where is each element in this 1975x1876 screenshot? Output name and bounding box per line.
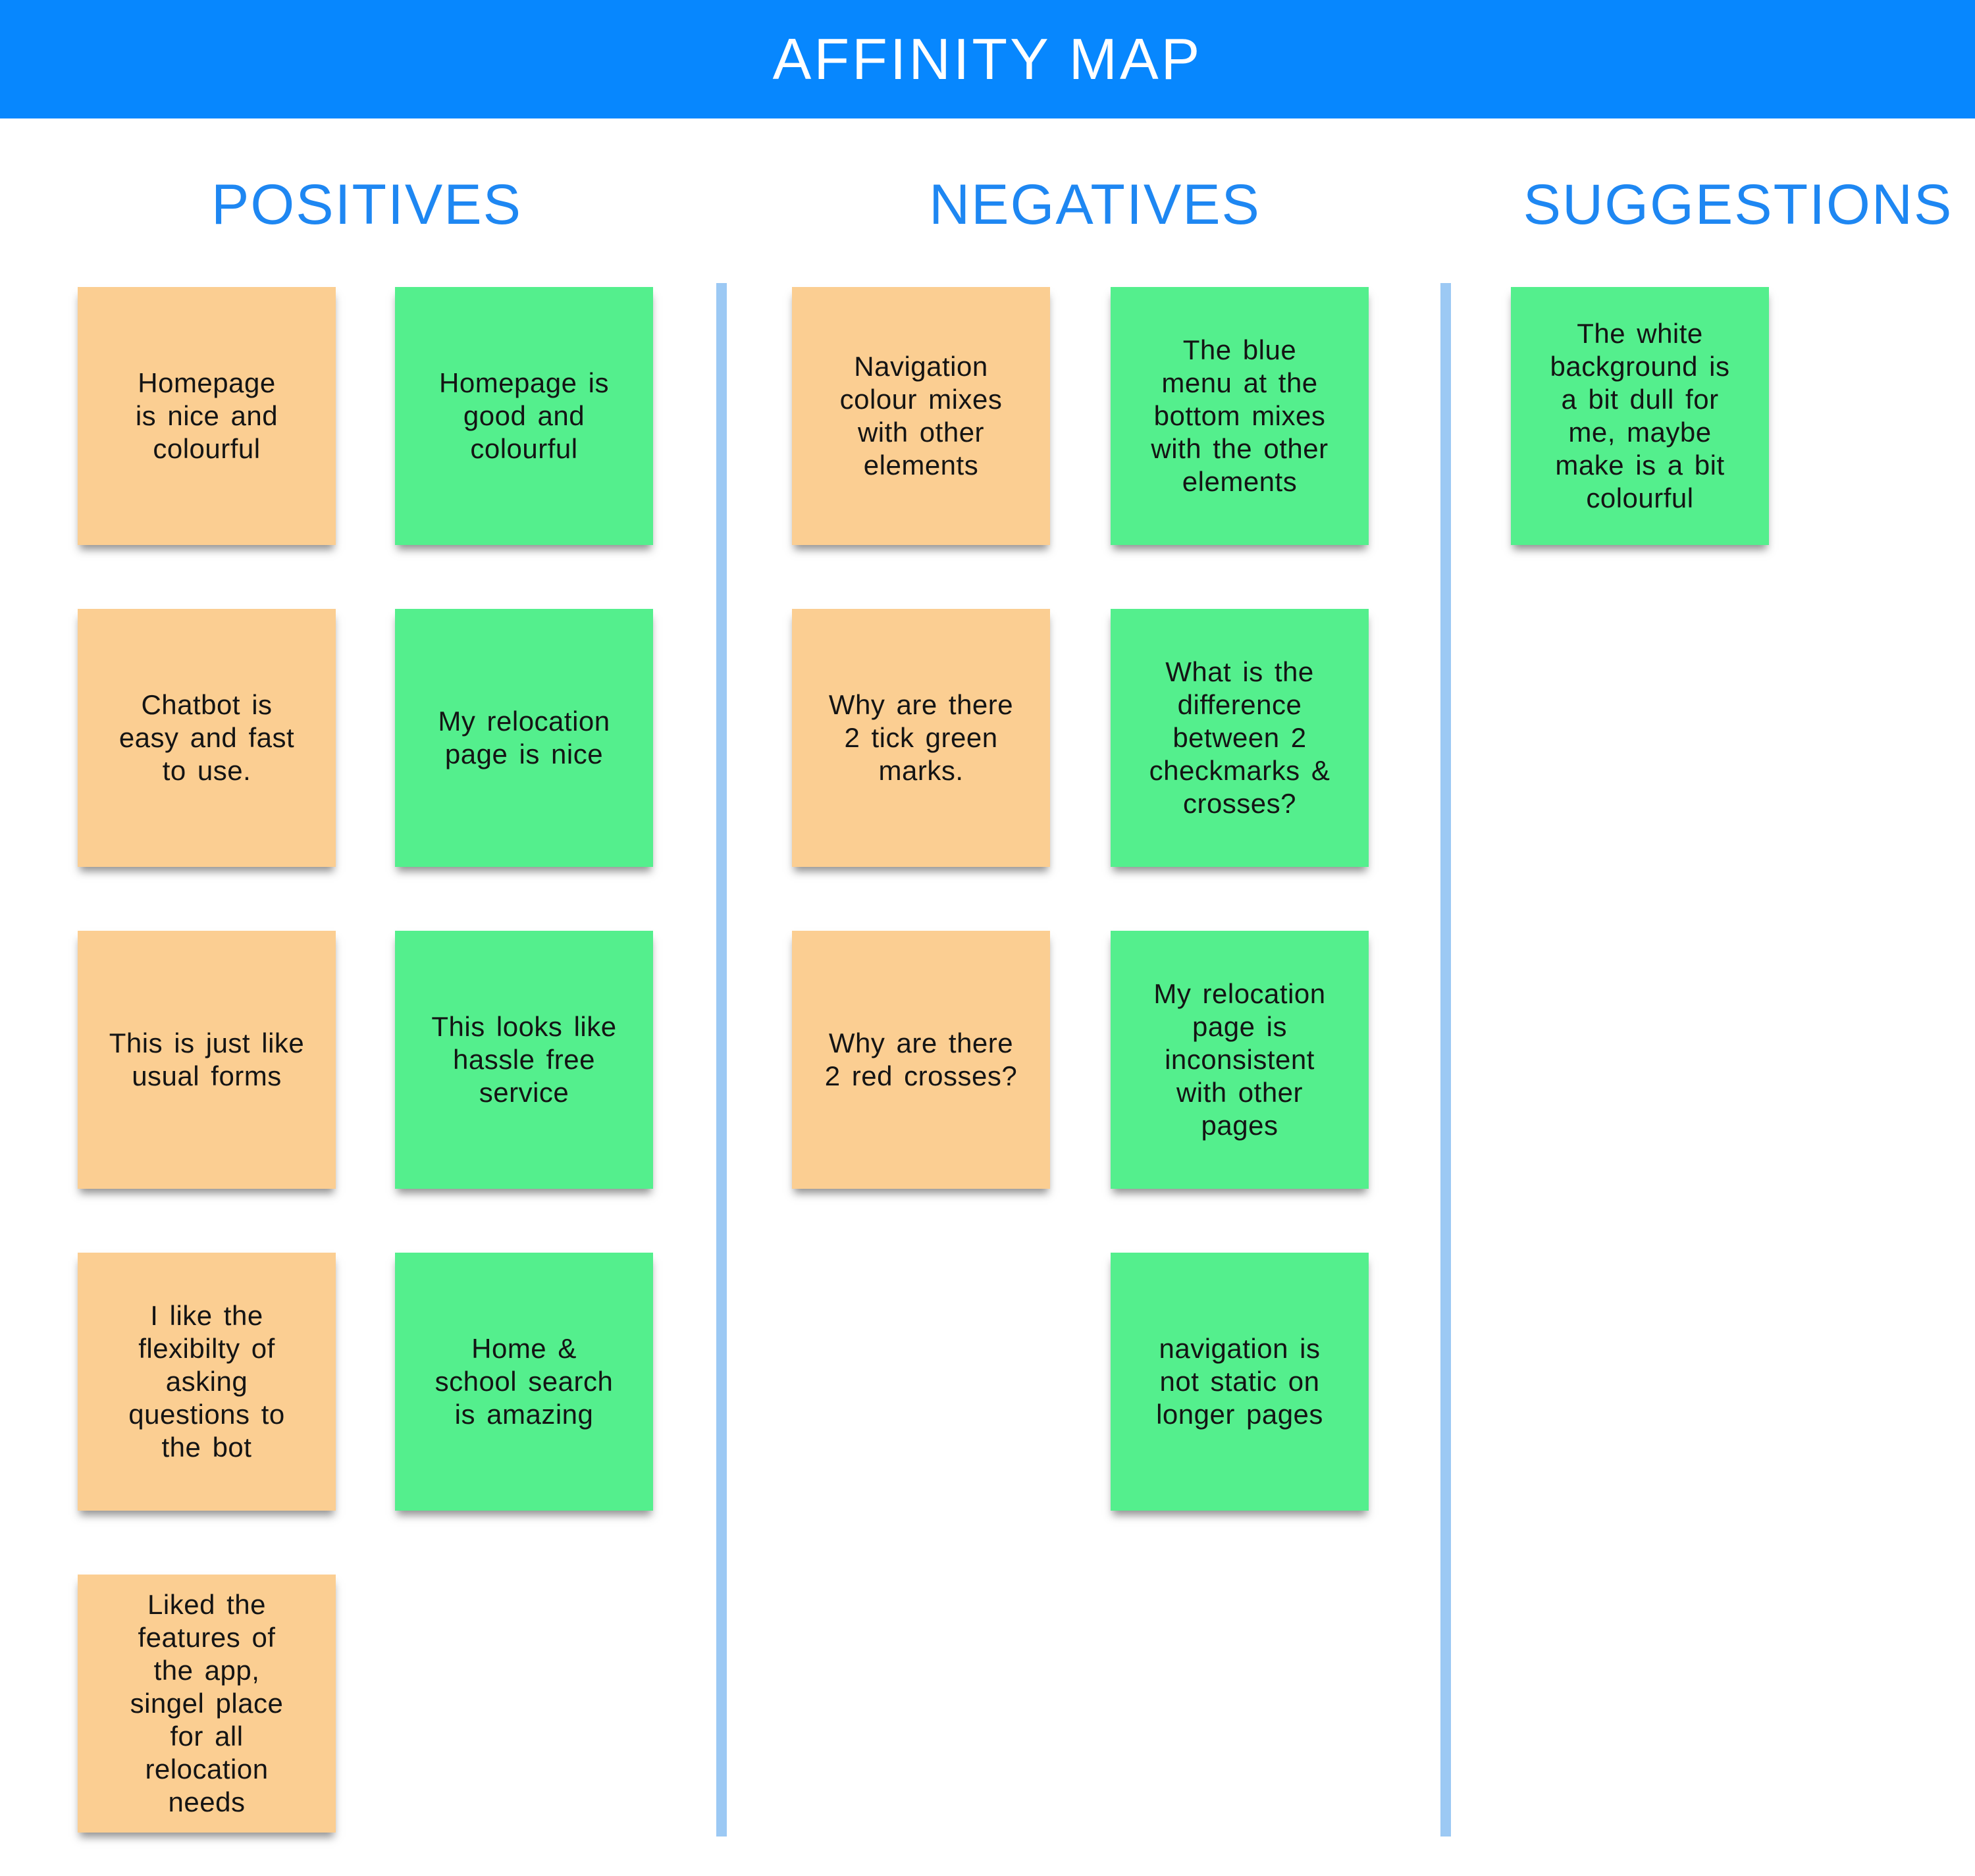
page-title: AFFINITY MAP: [772, 26, 1203, 91]
column-heading-negatives: NEGATIVES: [929, 173, 1261, 236]
column-heading-positives: POSITIVES: [211, 173, 523, 236]
sticky-note-negatives-1[interactable]: Navigation colour mixes with other eleme…: [792, 287, 1050, 545]
sticky-note-negatives-2[interactable]: The blue menu at the bottom mixes with t…: [1111, 287, 1369, 545]
sticky-note-positives-3[interactable]: Chatbot is easy and fast to use.: [78, 609, 336, 867]
sticky-note-negatives-4[interactable]: What is the difference between 2 checkma…: [1111, 609, 1369, 867]
sticky-note-positives-7[interactable]: I like the flexibilty of asking question…: [78, 1253, 336, 1511]
sticky-note-positives-1[interactable]: Homepage is nice and colourful: [78, 287, 336, 545]
sticky-note-positives-9[interactable]: Liked the features of the app, singel pl…: [78, 1575, 336, 1833]
sticky-note-negatives-5[interactable]: Why are there 2 red crosses?: [792, 931, 1050, 1189]
sticky-note-positives-6[interactable]: This looks like hassle free service: [395, 931, 653, 1189]
sticky-note-negatives-3[interactable]: Why are there 2 tick green marks.: [792, 609, 1050, 867]
column-divider-2: [1440, 283, 1451, 1837]
sticky-note-negatives-6[interactable]: My relocation page is inconsistent with …: [1111, 931, 1369, 1189]
title-bar: AFFINITY MAP: [0, 0, 1975, 118]
sticky-note-negatives-7[interactable]: navigation is not static on longer pages: [1111, 1253, 1369, 1511]
sticky-note-positives-2[interactable]: Homepage is good and colourful: [395, 287, 653, 545]
sticky-note-positives-4[interactable]: My relocation page is nice: [395, 609, 653, 867]
column-heading-suggestions: SUGGESTIONS: [1523, 173, 1953, 236]
sticky-note-positives-8[interactable]: Home & school search is amazing: [395, 1253, 653, 1511]
sticky-note-positives-5[interactable]: This is just like usual forms: [78, 931, 336, 1189]
sticky-note-suggestions-1[interactable]: The white background is a bit dull for m…: [1511, 287, 1769, 545]
column-divider-1: [716, 283, 727, 1837]
